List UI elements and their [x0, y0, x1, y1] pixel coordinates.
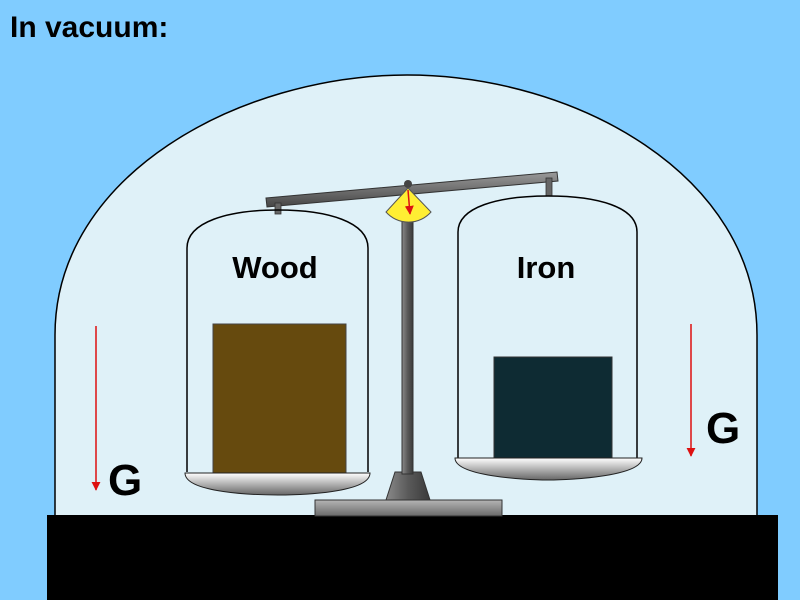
indicator-needle — [404, 189, 414, 215]
balance-beam — [265, 171, 559, 208]
balance-platform — [314, 499, 503, 517]
right-pan-glass — [457, 195, 638, 458]
beam-right-hook — [545, 177, 553, 197]
beam-pivot — [404, 180, 412, 188]
heading-text: In vacuum: — [10, 11, 168, 44]
left-gravity-label: G — [108, 456, 142, 505]
indicator-fan — [385, 187, 432, 223]
left-pan-glass — [186, 209, 369, 472]
balance-post — [401, 189, 414, 475]
right-gravity-label: G — [706, 404, 740, 453]
base-block — [47, 515, 778, 600]
iron-block — [493, 356, 613, 460]
wood-label: Wood — [232, 250, 318, 285]
iron-label: Iron — [517, 250, 576, 285]
right-pan-dish — [454, 457, 643, 481]
wood-block — [212, 323, 347, 474]
beam-left-hook — [274, 202, 282, 215]
left-pan-dish — [184, 472, 371, 496]
